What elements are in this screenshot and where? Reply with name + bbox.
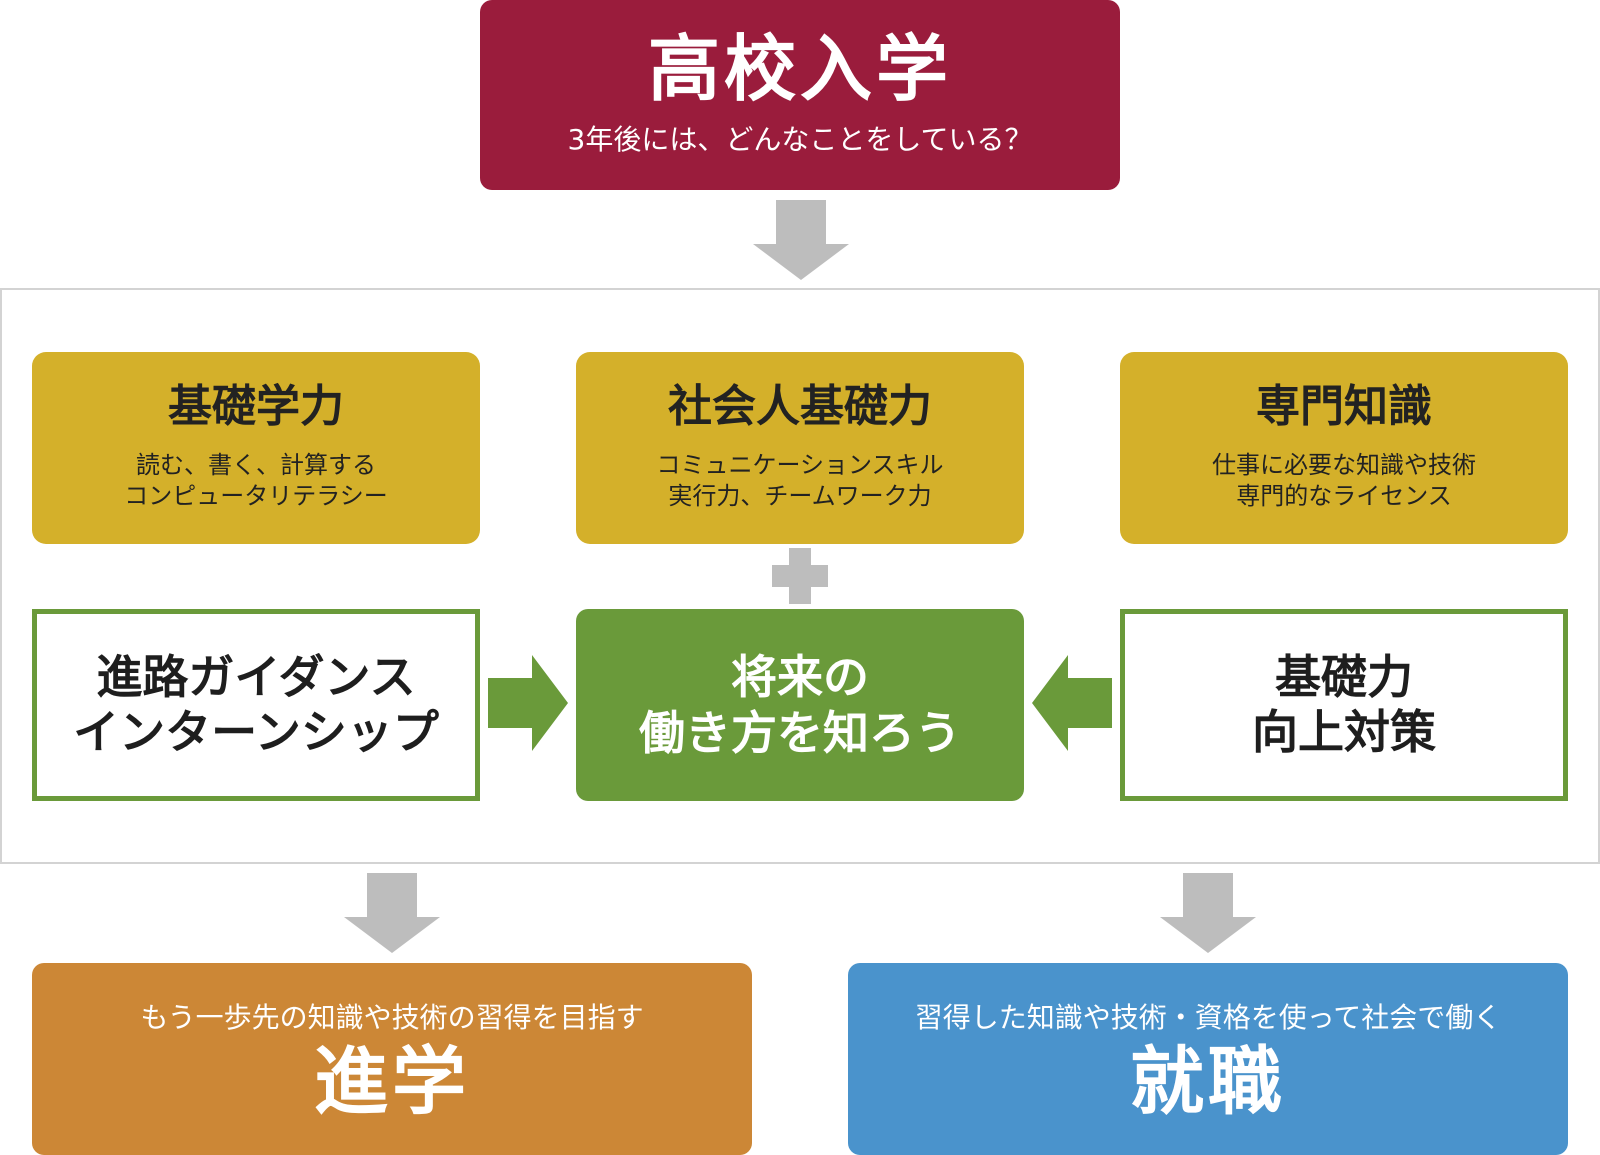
skill-desc-line: コンピュータリテラシー — [124, 482, 388, 511]
arrow-down-icon — [344, 873, 440, 953]
goal-line: 将来の — [731, 649, 869, 704]
outcome-subtitle: 習得した知識や技術・資格を使って社会で働く — [914, 1001, 1502, 1035]
skill-desc-line: 読む、書く、計算する — [136, 450, 376, 479]
program-line: 基礎力 — [1275, 649, 1413, 704]
skill-box-specialized-knowledge: 専門知識 仕事に必要な知識や技術 専門的なライセンス — [1120, 352, 1568, 544]
outcome-box-employment: 習得した知識や技術・資格を使って社会で働く 就職 — [848, 963, 1568, 1155]
skill-title: 専門知識 — [1256, 381, 1432, 433]
arrow-left-icon — [1032, 655, 1112, 751]
skill-title: 社会人基礎力 — [668, 381, 932, 433]
arrow-right-icon — [488, 655, 568, 751]
outcome-subtitle: もう一歩先の知識や技術の習得を目指す — [140, 1001, 644, 1035]
arrow-down-icon — [753, 200, 849, 280]
skill-title: 基礎学力 — [168, 381, 344, 433]
skill-box-social-fundamentals: 社会人基礎力 コミュニケーションスキル 実行力、チームワーク力 — [576, 352, 1024, 544]
header-subtitle: 3年後には、どんなことをしている？ — [567, 122, 1033, 156]
plus-icon — [772, 548, 828, 604]
skill-box-basic-academic: 基礎学力 読む、書く、計算する コンピュータリテラシー — [32, 352, 480, 544]
outcome-title: 進学 — [314, 1039, 470, 1126]
skill-desc-line: 専門的なライセンス — [1236, 482, 1452, 511]
arrow-down-icon — [1160, 873, 1256, 953]
skill-desc-line: 仕事に必要な知識や技術 — [1212, 450, 1476, 479]
outcome-title: 就職 — [1130, 1039, 1286, 1126]
program-box-basic-skills-improvement: 基礎力 向上対策 — [1120, 609, 1568, 801]
program-box-career-guidance: 進路ガイダンス インターンシップ — [32, 609, 480, 801]
program-line: インターンシップ — [73, 705, 439, 759]
header-title: 高校入学 — [647, 27, 952, 112]
program-line: 進路ガイダンス — [96, 649, 416, 704]
skill-desc-line: 実行力、チームワーク力 — [668, 482, 932, 511]
outcome-box-further-study: もう一歩先の知識や技術の習得を目指す 進学 — [32, 963, 752, 1155]
program-line: 向上対策 — [1252, 705, 1436, 759]
goal-box-know-future-work: 将来の 働き方を知ろう — [576, 609, 1024, 801]
skill-desc-line: コミュニケーションスキル — [656, 450, 944, 479]
header-box-high-school-entry: 高校入学 3年後には、どんなことをしている？ — [480, 0, 1120, 190]
goal-line: 働き方を知ろう — [639, 706, 961, 760]
